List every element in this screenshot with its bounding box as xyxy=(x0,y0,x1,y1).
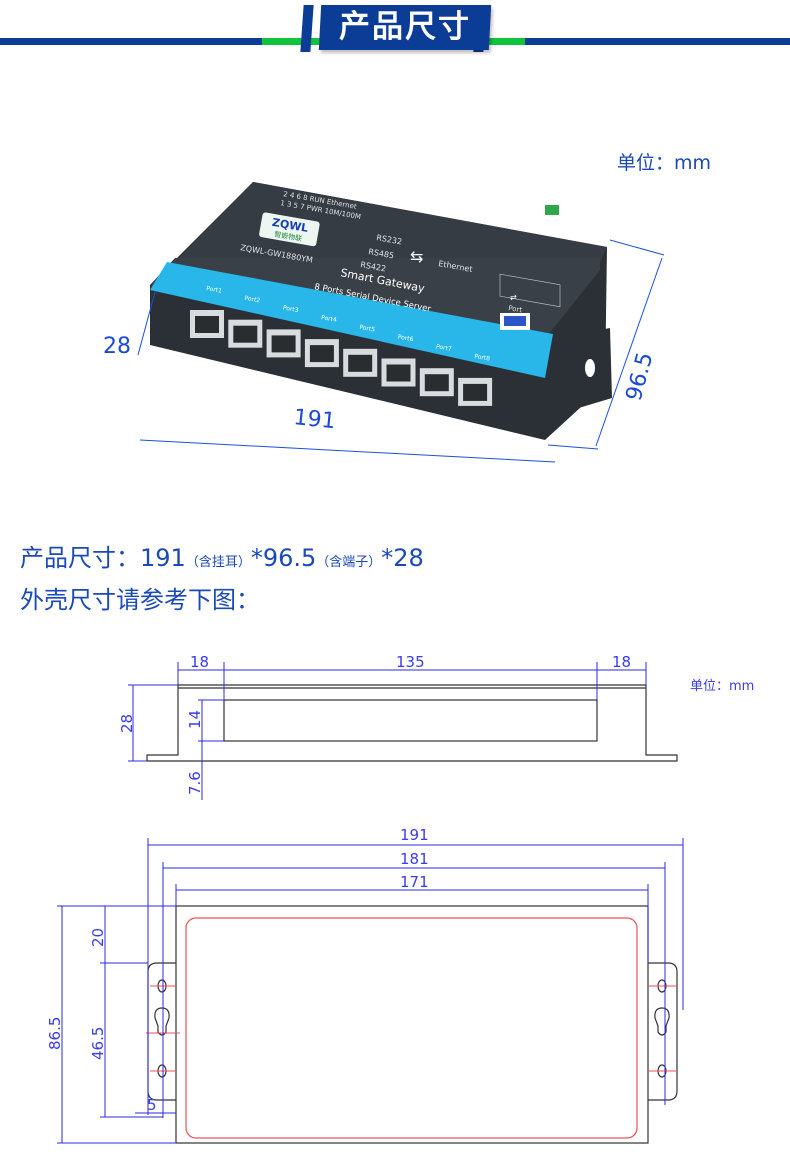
top-outline xyxy=(147,905,678,1144)
serial-rs232: RS232 xyxy=(376,233,403,246)
spec-label: 产品尺寸： xyxy=(20,544,140,572)
dim-middle-135: 135 xyxy=(396,653,425,671)
device-top xyxy=(175,182,607,262)
port-label-3: Port3 xyxy=(282,304,299,314)
dim-body-171: 171 xyxy=(400,873,429,891)
pin-table xyxy=(499,273,561,308)
port-label-8: Port8 xyxy=(474,353,491,363)
rj45-socket xyxy=(309,345,334,363)
spec-length-note: （含挂耳） xyxy=(185,555,251,570)
rj45-socket xyxy=(348,354,373,372)
dim-height-28: 28 xyxy=(118,714,136,733)
logo-badge xyxy=(259,212,320,247)
logo-text: ZQWL xyxy=(271,216,309,235)
spec-line: 产品尺寸：191（含挂耳）*96.5（含端子）*28 xyxy=(20,538,424,573)
drawing-unit-label: 单位：mm xyxy=(690,679,754,694)
serial-rs485: RS485 xyxy=(368,247,395,260)
port-label-1: Port1 xyxy=(206,285,223,295)
port-label-4: Port4 xyxy=(321,314,338,324)
port-label: Port xyxy=(508,304,523,314)
spec-depth-note: （含端子） xyxy=(316,555,382,570)
rj45-socket xyxy=(463,383,488,401)
dim-hole-offset-5: 5 xyxy=(147,1096,157,1114)
height-dim-line xyxy=(137,291,156,356)
spec-depth: *96.5 xyxy=(250,544,317,572)
rj45-socket xyxy=(233,325,258,343)
unit-label: 单位：mm xyxy=(617,152,712,174)
dim-height-label: 28 xyxy=(103,334,131,359)
dim-base-7-6: 7.6 xyxy=(186,771,204,795)
product-photo: ZQWL 智嵌物联 2 4 6 8 RUN Ethernet 1 3 5 7 P… xyxy=(103,182,665,463)
dim-length-label: 191 xyxy=(292,405,336,434)
console-port-inner xyxy=(504,316,526,326)
spec-length: 191 xyxy=(140,544,186,572)
front-outline xyxy=(146,684,678,762)
rj45-socket xyxy=(271,335,296,353)
rj45-socket xyxy=(195,316,219,333)
serial-rs422: RS422 xyxy=(360,260,387,273)
rj45-socket xyxy=(386,364,411,382)
exchange-arrows-icon: ⇆ xyxy=(410,247,423,266)
terminal-block xyxy=(545,205,559,215)
port-label-2: Port2 xyxy=(244,295,261,305)
dim-left-18: 18 xyxy=(190,653,209,671)
depth-ext-line xyxy=(609,239,665,256)
spec-height: *28 xyxy=(381,544,424,572)
dim-ear-46-5: 46.5 xyxy=(89,1027,107,1060)
header-accent-left xyxy=(262,38,322,45)
dim-slot-14: 14 xyxy=(186,710,204,729)
top-red-outline xyxy=(185,917,638,1139)
rj45-socket xyxy=(424,374,449,392)
port-label-7: Port7 xyxy=(435,343,452,353)
device-cyan-band xyxy=(150,262,553,378)
shell-note: 外壳尺寸请参考下图： xyxy=(20,586,260,614)
length-dim-line xyxy=(139,439,556,463)
page-title: 产品尺寸 xyxy=(339,9,471,45)
header-accent-right xyxy=(470,38,525,45)
dim-right-18: 18 xyxy=(612,653,631,671)
depth-ext-line xyxy=(547,444,599,450)
port-label-5: Port5 xyxy=(359,324,376,334)
depth-dim-line xyxy=(595,257,663,447)
arrows-icon: ⇄ xyxy=(510,293,517,302)
dim-holes-181: 181 xyxy=(400,850,429,868)
dim-top-offset-20: 20 xyxy=(89,928,107,947)
port-label-6: Port6 xyxy=(397,334,414,344)
dim-depth-86-5: 86.5 xyxy=(46,1017,64,1050)
dim-overall-191: 191 xyxy=(400,826,429,844)
ear-hole xyxy=(585,359,595,377)
device-top-face xyxy=(150,258,600,335)
